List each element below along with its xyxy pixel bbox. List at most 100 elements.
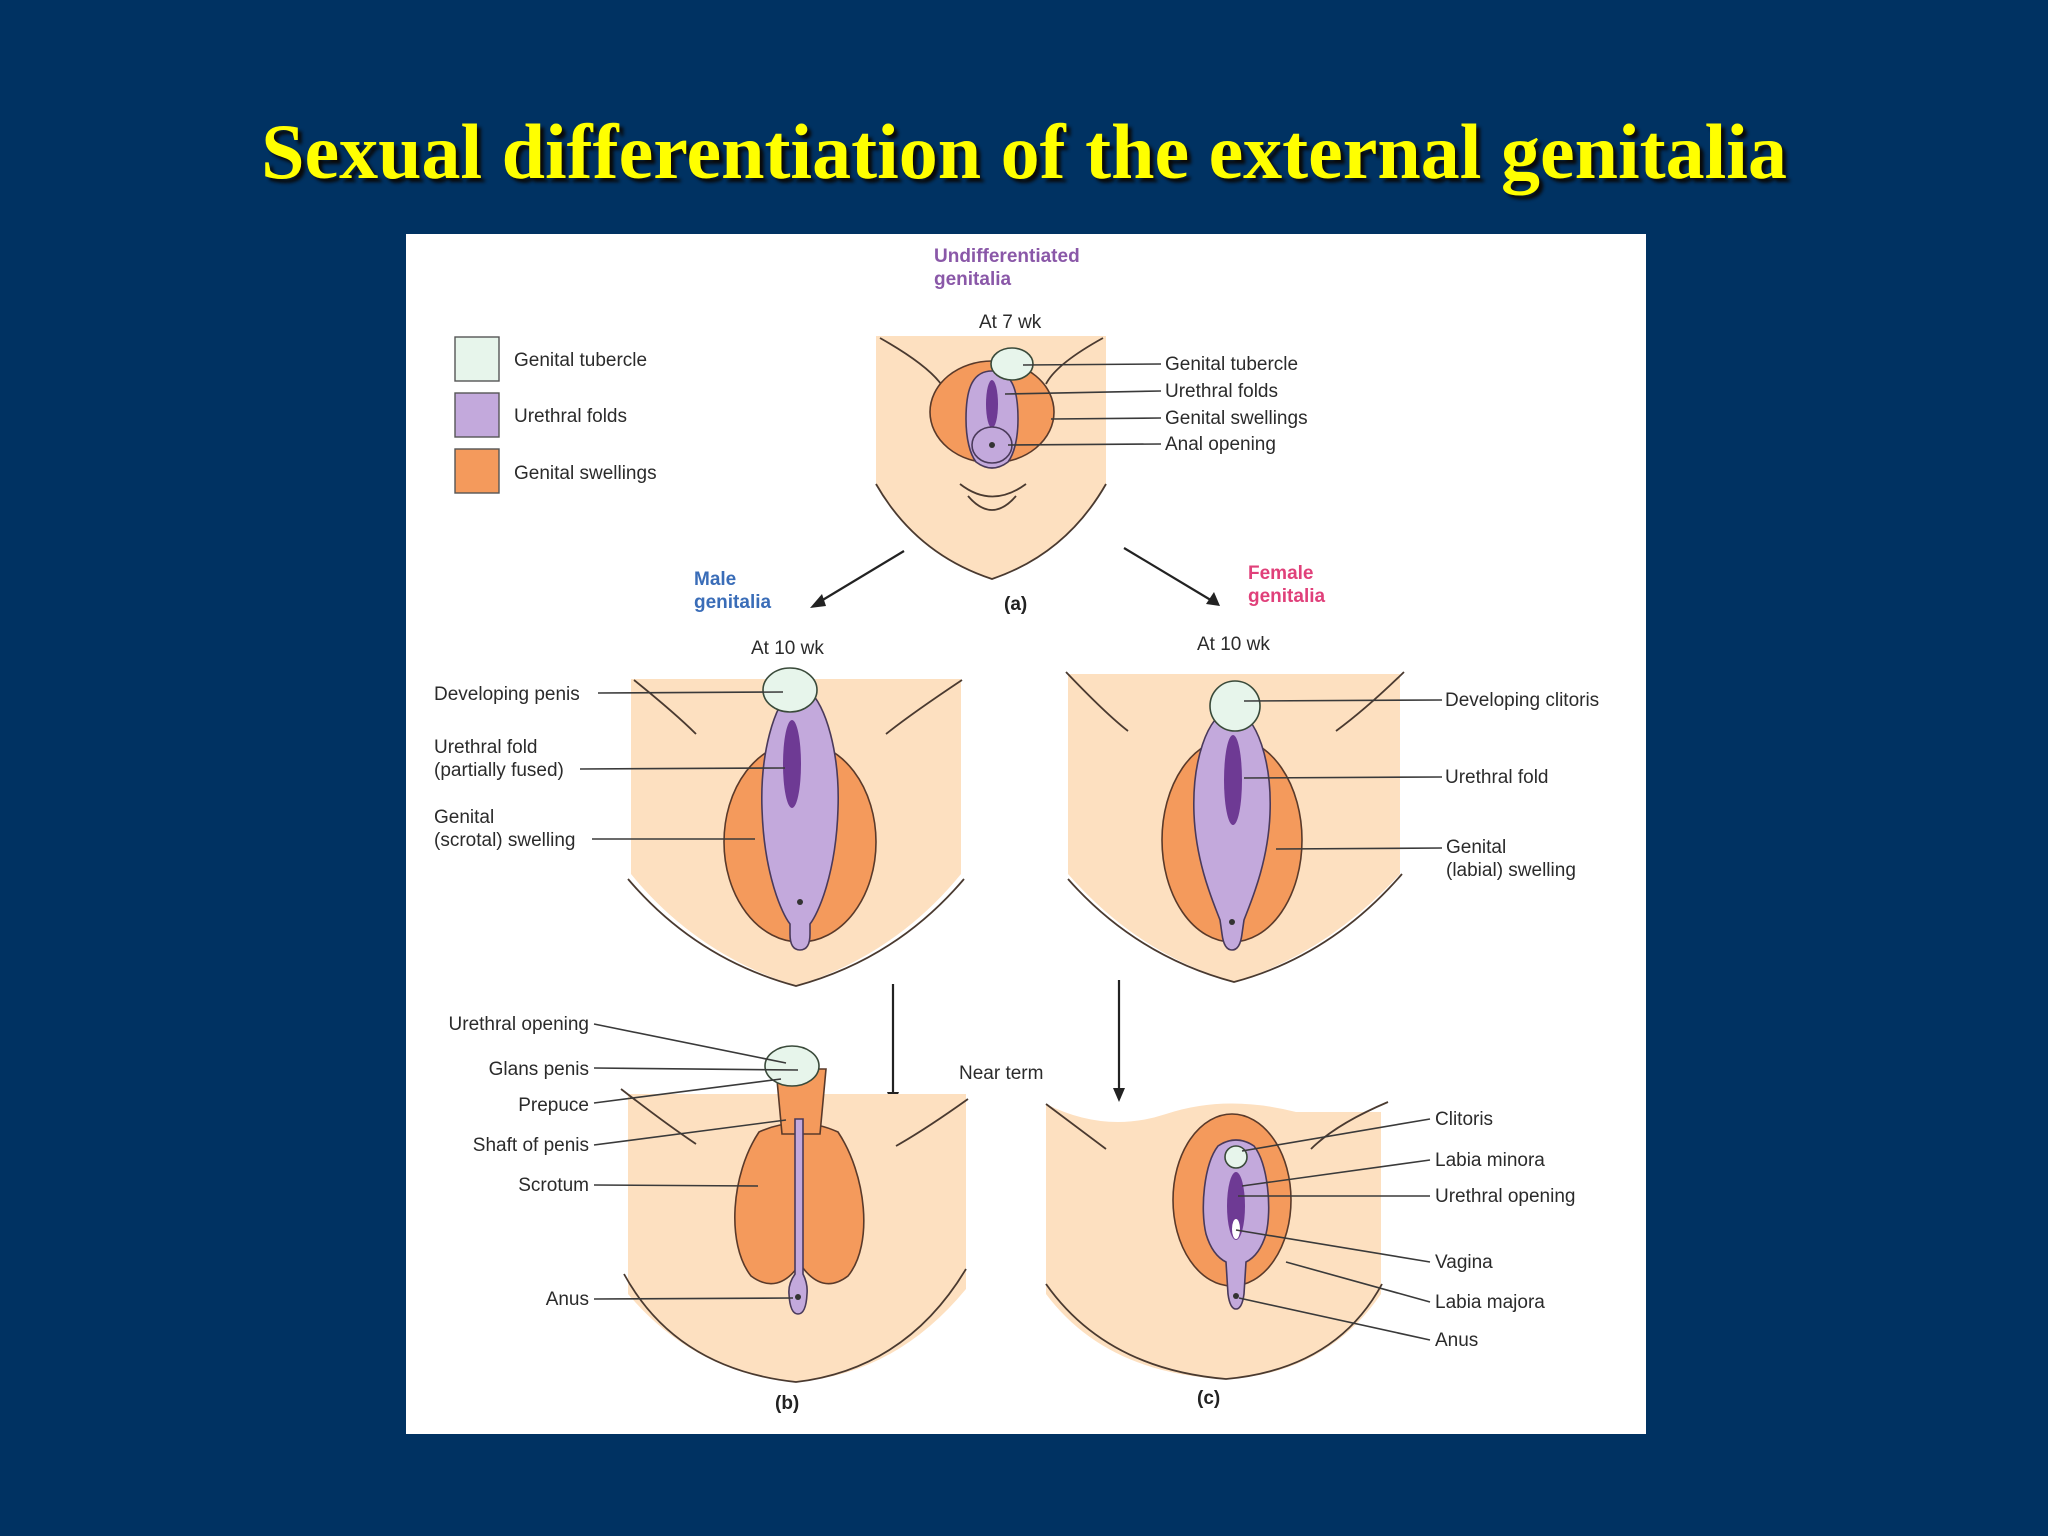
female-term-label-vagina: Vagina	[1435, 1252, 1493, 1273]
female-term-vestibule	[1227, 1172, 1245, 1240]
male-term-label-shaft: Shaft of penis	[473, 1135, 589, 1156]
female-heading-line1: Female	[1248, 563, 1313, 584]
male-10wk-anus-dot	[797, 899, 803, 905]
female-label-genital-swelling-1: Genital	[1446, 837, 1506, 858]
male-term-leader-scrotum	[593, 1184, 759, 1187]
male-10wk-developing-penis	[762, 667, 818, 713]
female-10wk-leader-swelling	[1275, 847, 1443, 850]
female-term-label-clitoris: Clitoris	[1435, 1109, 1493, 1130]
legend-swatch-genital-swellings	[454, 448, 500, 494]
male-10wk-urethral-groove	[783, 720, 801, 808]
panel-a-anal-dot	[989, 442, 995, 448]
panel-a-urethral-groove	[986, 380, 998, 428]
panel-a-label-genital-tubercle: Genital tubercle	[1165, 354, 1298, 375]
panel-male-10wk: Male genitalia At 10 wk Developing penis…	[434, 569, 965, 1106]
arrow-to-male	[815, 550, 905, 605]
panel-a-outline	[875, 337, 1107, 580]
slide-title: Sexual differentiation of the external g…	[261, 108, 1787, 195]
panel-a-tag: (a)	[1004, 594, 1027, 615]
male-term-label-scrotum: Scrotum	[518, 1175, 589, 1196]
panel-a-heading-line1: Undifferentiated	[934, 246, 1080, 267]
male-heading-line2: genitalia	[694, 592, 772, 613]
female-term-clitoris	[1224, 1145, 1248, 1169]
legend-label-genital-tubercle: Genital tubercle	[514, 350, 647, 371]
female-label-developing-clitoris: Developing clitoris	[1445, 690, 1599, 711]
female-term-label-labia-minora: Labia minora	[1435, 1150, 1545, 1171]
female-10wk-leader-fold	[1243, 776, 1443, 779]
male-term-label-glans-penis: Glans penis	[489, 1059, 589, 1080]
male-term-leader-shaft	[593, 1119, 787, 1146]
panel-c-tag: (c)	[1197, 1388, 1220, 1409]
female-term-label-urethral-opening: Urethral opening	[1435, 1186, 1575, 1207]
female-label-urethral-fold: Urethral fold	[1445, 767, 1549, 788]
female-term-label-labia-majora: Labia majora	[1435, 1292, 1545, 1313]
panel-a-leader-tubercle	[1022, 363, 1162, 366]
legend-label-genital-swellings: Genital swellings	[514, 463, 657, 484]
female-10wk-urethral-fold	[1193, 707, 1271, 951]
legend-swatch-genital-tubercle	[454, 336, 500, 382]
panel-b-tag: (b)	[775, 1393, 799, 1414]
panel-a-label-urethral-folds: Urethral folds	[1165, 381, 1278, 402]
female-10wk-developing-clitoris	[1209, 680, 1261, 732]
male-10wk-leader-fold	[579, 767, 786, 770]
male-label-urethral-fold-1: Urethral fold	[434, 737, 538, 758]
arrow-to-female	[1123, 547, 1215, 603]
male-term-leader-anus	[593, 1297, 794, 1300]
female-term-leader-clitoris	[1241, 1118, 1431, 1152]
panel-a-label-anal-opening: Anal opening	[1165, 434, 1276, 455]
male-term-anus-dot	[795, 1294, 801, 1300]
legend-label-urethral-folds: Urethral folds	[514, 406, 627, 427]
panel-a-leader-swellings	[1050, 417, 1162, 420]
panel-a-buttock-crease	[959, 483, 1027, 511]
male-heading-line1: Male	[694, 569, 736, 590]
diagram-figure: Genital tubercle Urethral folds Genital …	[406, 234, 1646, 1434]
male-label-genital-swelling-2: (scrotal) swelling	[434, 830, 575, 851]
female-term-outline	[1045, 1101, 1389, 1380]
female-10wk-leader-clitoris	[1243, 699, 1443, 702]
female-10wk-outline	[1065, 671, 1405, 983]
arrow-to-female-head	[1206, 592, 1220, 606]
female-term-leader-labia-majora	[1285, 1261, 1431, 1303]
male-10wk-urethral-fold	[761, 689, 839, 951]
male-10wk-leader-penis	[597, 691, 784, 694]
panel-a-heading-line2: genitalia	[934, 269, 1012, 290]
male-label-genital-swelling-1: Genital	[434, 807, 494, 828]
female-stage: At 10 wk	[1197, 634, 1270, 655]
near-term-label: Near term	[959, 1063, 1043, 1084]
female-term-leader-labia-minora	[1241, 1159, 1431, 1187]
panel-female-10wk: Female genitalia At 10 wk Developing cli…	[1065, 563, 1599, 1102]
panel-a-undifferentiated: Undifferentiated genitalia At 7 wk Genit…	[810, 246, 1308, 615]
female-10wk-anus-dot	[1229, 919, 1235, 925]
panel-a-genital-tubercle	[990, 347, 1034, 381]
male-term-label-urethral-opening: Urethral opening	[449, 1014, 589, 1035]
female-10wk-urethral-groove	[1224, 735, 1242, 825]
female-term-vaginal-opening	[1232, 1219, 1240, 1239]
female-term-leader-anus	[1238, 1297, 1431, 1341]
legend: Genital tubercle Urethral folds Genital …	[454, 336, 657, 494]
female-heading-line2: genitalia	[1248, 586, 1326, 607]
female-term-leader-vagina	[1235, 1229, 1431, 1263]
male-term-leader-glans	[593, 1067, 799, 1071]
male-term-leader-prepuce	[593, 1078, 782, 1104]
male-term-label-anus: Anus	[546, 1289, 589, 1310]
male-term-label-prepuce: Prepuce	[518, 1095, 589, 1116]
panel-b-male-term: Urethral opening Glans penis Prepuce Sha…	[449, 1014, 969, 1414]
male-stage: At 10 wk	[751, 638, 824, 659]
arrow-to-male-head	[810, 594, 826, 608]
panel-a-leader-folds	[1004, 390, 1162, 395]
panel-a-stage: At 7 wk	[979, 312, 1042, 333]
male-10wk-outline	[627, 679, 965, 987]
arrow-female-term-head	[1113, 1088, 1125, 1102]
male-term-raphe	[788, 1118, 808, 1315]
female-label-genital-swelling-2: (labial) swelling	[1446, 860, 1576, 881]
female-term-anus-dot	[1233, 1293, 1239, 1299]
male-term-leader-urethral-opening	[593, 1023, 787, 1064]
panel-a-label-genital-swellings: Genital swellings	[1165, 408, 1308, 429]
panel-c-female-term: Clitoris Labia minora Urethral opening V…	[1045, 1101, 1575, 1409]
male-label-urethral-fold-2: (partially fused)	[434, 760, 564, 781]
panel-a-leader-anal	[1007, 443, 1162, 446]
male-term-glans	[764, 1045, 820, 1087]
female-term-label-anus: Anus	[1435, 1330, 1478, 1351]
legend-swatch-urethral-folds	[454, 392, 500, 438]
male-label-developing-penis: Developing penis	[434, 684, 580, 705]
